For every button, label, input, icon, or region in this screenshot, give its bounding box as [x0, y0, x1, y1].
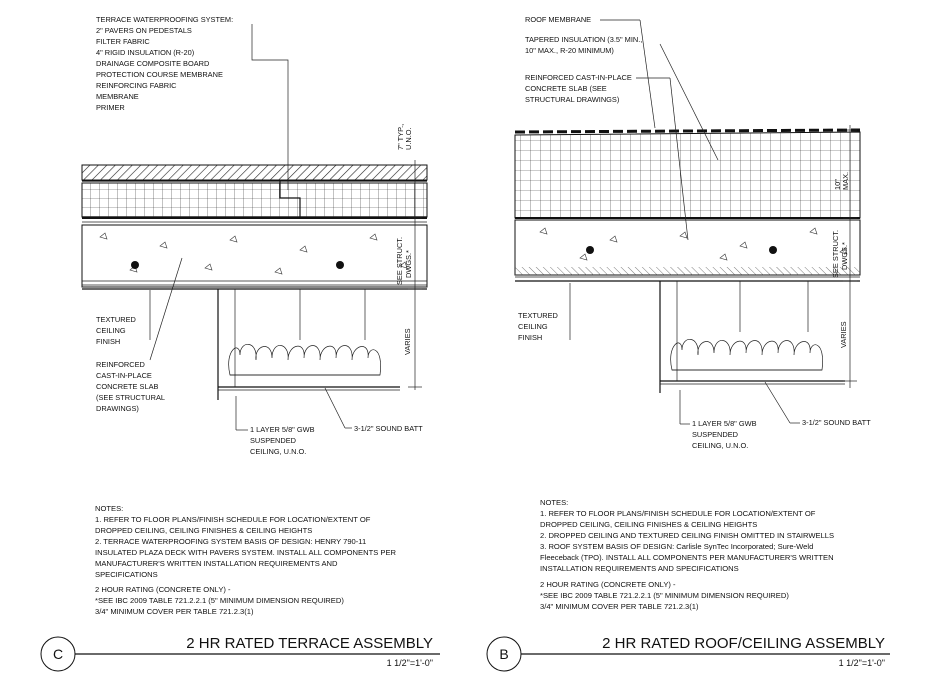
b-dim-mid: SEE STRUCT.	[831, 230, 840, 278]
c-note-line: 1. REFER TO FLOOR PLANS/FINISH SCHEDULE …	[95, 515, 371, 524]
b-sound-batt	[670, 339, 823, 371]
c-detail-title: 2 HR RATED TERRACE ASSEMBLY	[186, 635, 433, 652]
b-batt-label: 3-1/2" SOUND BATT	[802, 418, 871, 427]
c-terrace-label: MEMBRANE	[96, 92, 139, 101]
b-tapered-label: TAPERED INSULATION (3.5" MIN.,	[525, 35, 642, 44]
c-rating-line: 3/4" MINIMUM COVER PER TABLE 721.2.3(1)	[95, 607, 254, 616]
b-ceiling-finish: CEILING	[518, 322, 548, 331]
b-detail-scale: 1 1/2"=1'-0"	[839, 658, 885, 668]
c-terrace-label: 4" RIGID INSULATION (R-20)	[96, 48, 194, 57]
c-note-line: DROPPED CEILING, CEILING FINISHES & CEIL…	[95, 526, 312, 535]
c-slab-label: DRAWINGS)	[96, 404, 139, 413]
c-gwb-label: 1 LAYER 5/8" GWB	[250, 425, 315, 434]
b-dim-bottom: VARIES	[839, 321, 848, 348]
c-pavers-layer	[81, 164, 428, 181]
c-note-line: INSULATED PLAZA DECK WITH PAVERS SYSTEM.…	[95, 548, 397, 557]
c-slab-label: CAST-IN-PLACE	[96, 371, 152, 380]
c-rebar	[336, 261, 344, 269]
b-note-line: 3. ROOF SYSTEM BASIS OF DESIGN: Carlisle…	[540, 542, 813, 551]
c-insulation-layer	[81, 182, 428, 218]
c-terrace-label: DRAINAGE COMPOSITE BOARD	[96, 59, 209, 68]
c-dim-mid: SEE STRUCT.	[395, 237, 404, 285]
b-insulation-layer	[514, 131, 861, 219]
c-rating-line: 2 HOUR RATING (CONCRETE ONLY) -	[95, 585, 231, 594]
b-slab-label: CONCRETE SLAB (SEE	[525, 84, 607, 93]
b-dim-top: MAX.	[841, 172, 850, 190]
c-dim-top: U.N.O.	[404, 127, 413, 150]
b-gwb-label: SUSPENDED	[692, 430, 738, 439]
c-slab-label: (SEE STRUCTURAL	[96, 393, 165, 402]
b-ceiling-finish: TEXTURED	[518, 311, 558, 320]
b-note-line: 1. REFER TO FLOOR PLANS/FINISH SCHEDULE …	[540, 509, 816, 518]
b-aggregate	[539, 227, 848, 261]
b-tapered-label: 10" MAX., R-20 MINIMUM)	[525, 46, 614, 55]
b-roof-membrane-label: ROOF MEMBRANE	[525, 15, 591, 24]
c-terrace-label: REINFORCING FABRIC	[96, 81, 177, 90]
b-note-line: Fleeceback (TPO). INSTALL ALL COMPONENTS…	[540, 553, 834, 562]
c-terrace-label: PRIMER	[96, 103, 125, 112]
c-gwb-label: CEILING, U.N.O.	[250, 447, 306, 456]
c-gwb-label: SUSPENDED	[250, 436, 296, 445]
b-concrete-slab	[514, 219, 861, 276]
b-note-line: DROPPED CEILING, CEILING FINISHES & CEIL…	[540, 520, 757, 529]
c-terrace-label: TERRACE WATERPROOFING SYSTEM:	[96, 15, 233, 24]
c-ceiling-finish: TEXTURED	[96, 315, 136, 324]
c-ceiling-finish: FINISH	[96, 337, 120, 346]
c-notes-title: NOTES:	[95, 504, 123, 513]
b-detail-tag-letter: B	[499, 646, 508, 662]
b-rebar	[586, 246, 594, 254]
c-terrace-label: FILTER FABRIC	[96, 37, 150, 46]
b-slab-label: REINFORCED CAST-IN-PLACE	[525, 73, 632, 82]
detail-b: ROOF MEMBRANE TAPERED INSULATION (3.5" M…	[486, 15, 890, 672]
detail-c: TERRACE WATERPROOFING SYSTEM: 2" PAVERS …	[40, 15, 440, 672]
c-note-line: SPECIFICATIONS	[95, 570, 158, 579]
c-sound-batt	[228, 344, 381, 376]
c-terrace-labels: TERRACE WATERPROOFING SYSTEM: 2" PAVERS …	[96, 15, 233, 112]
c-note-line: MANUFACTURER'S WRITTEN INSTALLATION REQU…	[95, 559, 338, 568]
b-slab-label: STRUCTURAL DRAWINGS)	[525, 95, 619, 104]
b-gwb-label: 1 LAYER 5/8" GWB	[692, 419, 757, 428]
b-notes-title: NOTES:	[540, 498, 568, 507]
c-detail-tag-letter: C	[53, 646, 63, 662]
b-rating-line: 2 HOUR RATING (CONCRETE ONLY) -	[540, 580, 676, 589]
b-note-line: 2. DROPPED CEILING AND TEXTURED CEILING …	[540, 531, 834, 540]
c-rebar	[131, 261, 139, 269]
c-dim-bottom: VARIES	[403, 328, 412, 355]
b-detail-title: 2 HR RATED ROOF/CEILING ASSEMBLY	[602, 635, 885, 652]
b-rebar	[769, 246, 777, 254]
b-dim-top: 10"	[833, 179, 842, 190]
c-slab-label: CONCRETE SLAB	[96, 382, 158, 391]
b-gwb-label: CEILING, U.N.O.	[692, 441, 748, 450]
b-note-line: INSTALLATION REQUIREMENTS AND SPECIFICAT…	[540, 564, 739, 573]
b-rating-line: *SEE IBC 2009 TABLE 721.2.2.1 (5" MINIMU…	[540, 591, 789, 600]
b-ceiling-finish: FINISH	[518, 333, 542, 342]
c-dim-mid: DWGS.*	[404, 250, 413, 278]
b-rating-line: 3/4" MINIMUM COVER PER TABLE 721.2.3(1)	[540, 602, 699, 611]
c-batt-label: 3-1/2" SOUND BATT	[354, 424, 423, 433]
c-concrete-slab	[81, 224, 428, 288]
c-terrace-label: 2" PAVERS ON PEDESTALS	[96, 26, 192, 35]
c-note-line: 2. TERRACE WATERPROOFING SYSTEM BASIS OF…	[95, 537, 366, 546]
c-dim-top: 7" TYP.,	[396, 124, 405, 150]
c-detail-scale: 1 1/2"=1'-0"	[387, 658, 433, 668]
c-rating-line: *SEE IBC 2009 TABLE 721.2.2.1 (5" MINIMU…	[95, 596, 344, 605]
c-ceiling-finish: CEILING	[96, 326, 126, 335]
c-terrace-label: PROTECTION COURSE MEMBRANE	[96, 70, 223, 79]
b-dim-mid: DWGS.*	[840, 242, 849, 270]
c-slab-label: REINFORCED	[96, 360, 145, 369]
b-roof-membrane	[514, 128, 861, 134]
